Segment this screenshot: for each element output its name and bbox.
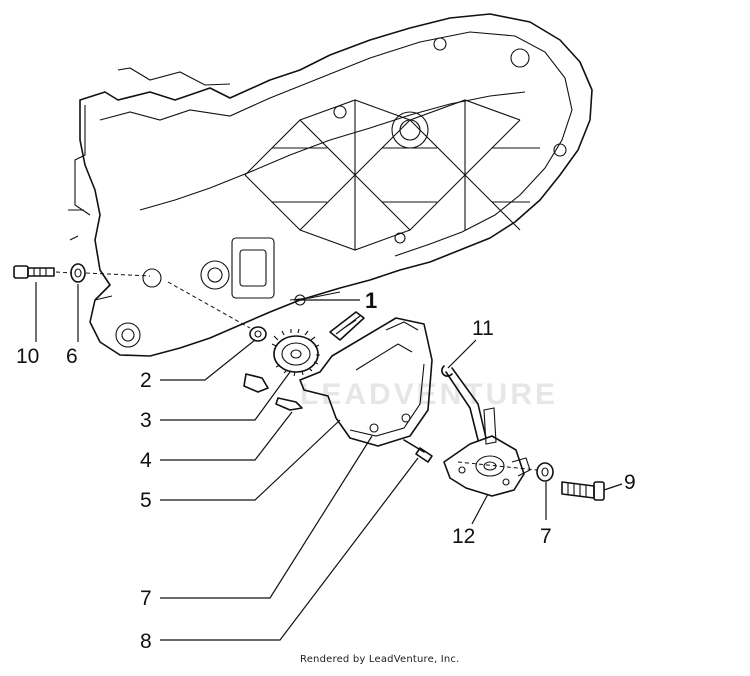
render-credit: Rendered by LeadVenture, Inc. — [300, 654, 460, 665]
crankcase-housing — [68, 13, 593, 357]
part-washer-2 — [249, 326, 267, 342]
callout-11: 11 — [472, 317, 494, 340]
callout-5: 5 — [140, 489, 152, 512]
callout-10: 10 — [16, 345, 40, 368]
part-washer-7 — [536, 462, 554, 482]
part-bolt-10 — [13, 265, 55, 279]
part-chain-4 — [243, 311, 365, 411]
callout-12: 12 — [452, 525, 476, 548]
leader-lines — [35, 282, 623, 641]
callout-7-left: 7 — [140, 587, 152, 610]
part-oil-pump-12 — [443, 407, 531, 497]
part-clip-11 — [441, 365, 453, 377]
part-washer-6 — [70, 263, 86, 283]
part-gear-3 — [271, 328, 320, 377]
callout-9: 9 — [624, 471, 636, 494]
callout-8: 8 — [140, 630, 152, 653]
part-bolt-9 — [561, 481, 605, 501]
part-screw-8 — [403, 439, 433, 463]
callout-1: 1 — [365, 288, 378, 313]
callout-6: 6 — [66, 345, 78, 368]
watermark: LEADVENTURE — [300, 378, 559, 411]
part-pipe — [445, 367, 487, 441]
part-pump-cover-5 — [299, 317, 433, 447]
callout-3: 3 — [140, 409, 152, 432]
callout-4: 4 — [140, 449, 152, 472]
callout-2: 2 — [140, 369, 152, 392]
callout-7-right: 7 — [540, 525, 552, 548]
